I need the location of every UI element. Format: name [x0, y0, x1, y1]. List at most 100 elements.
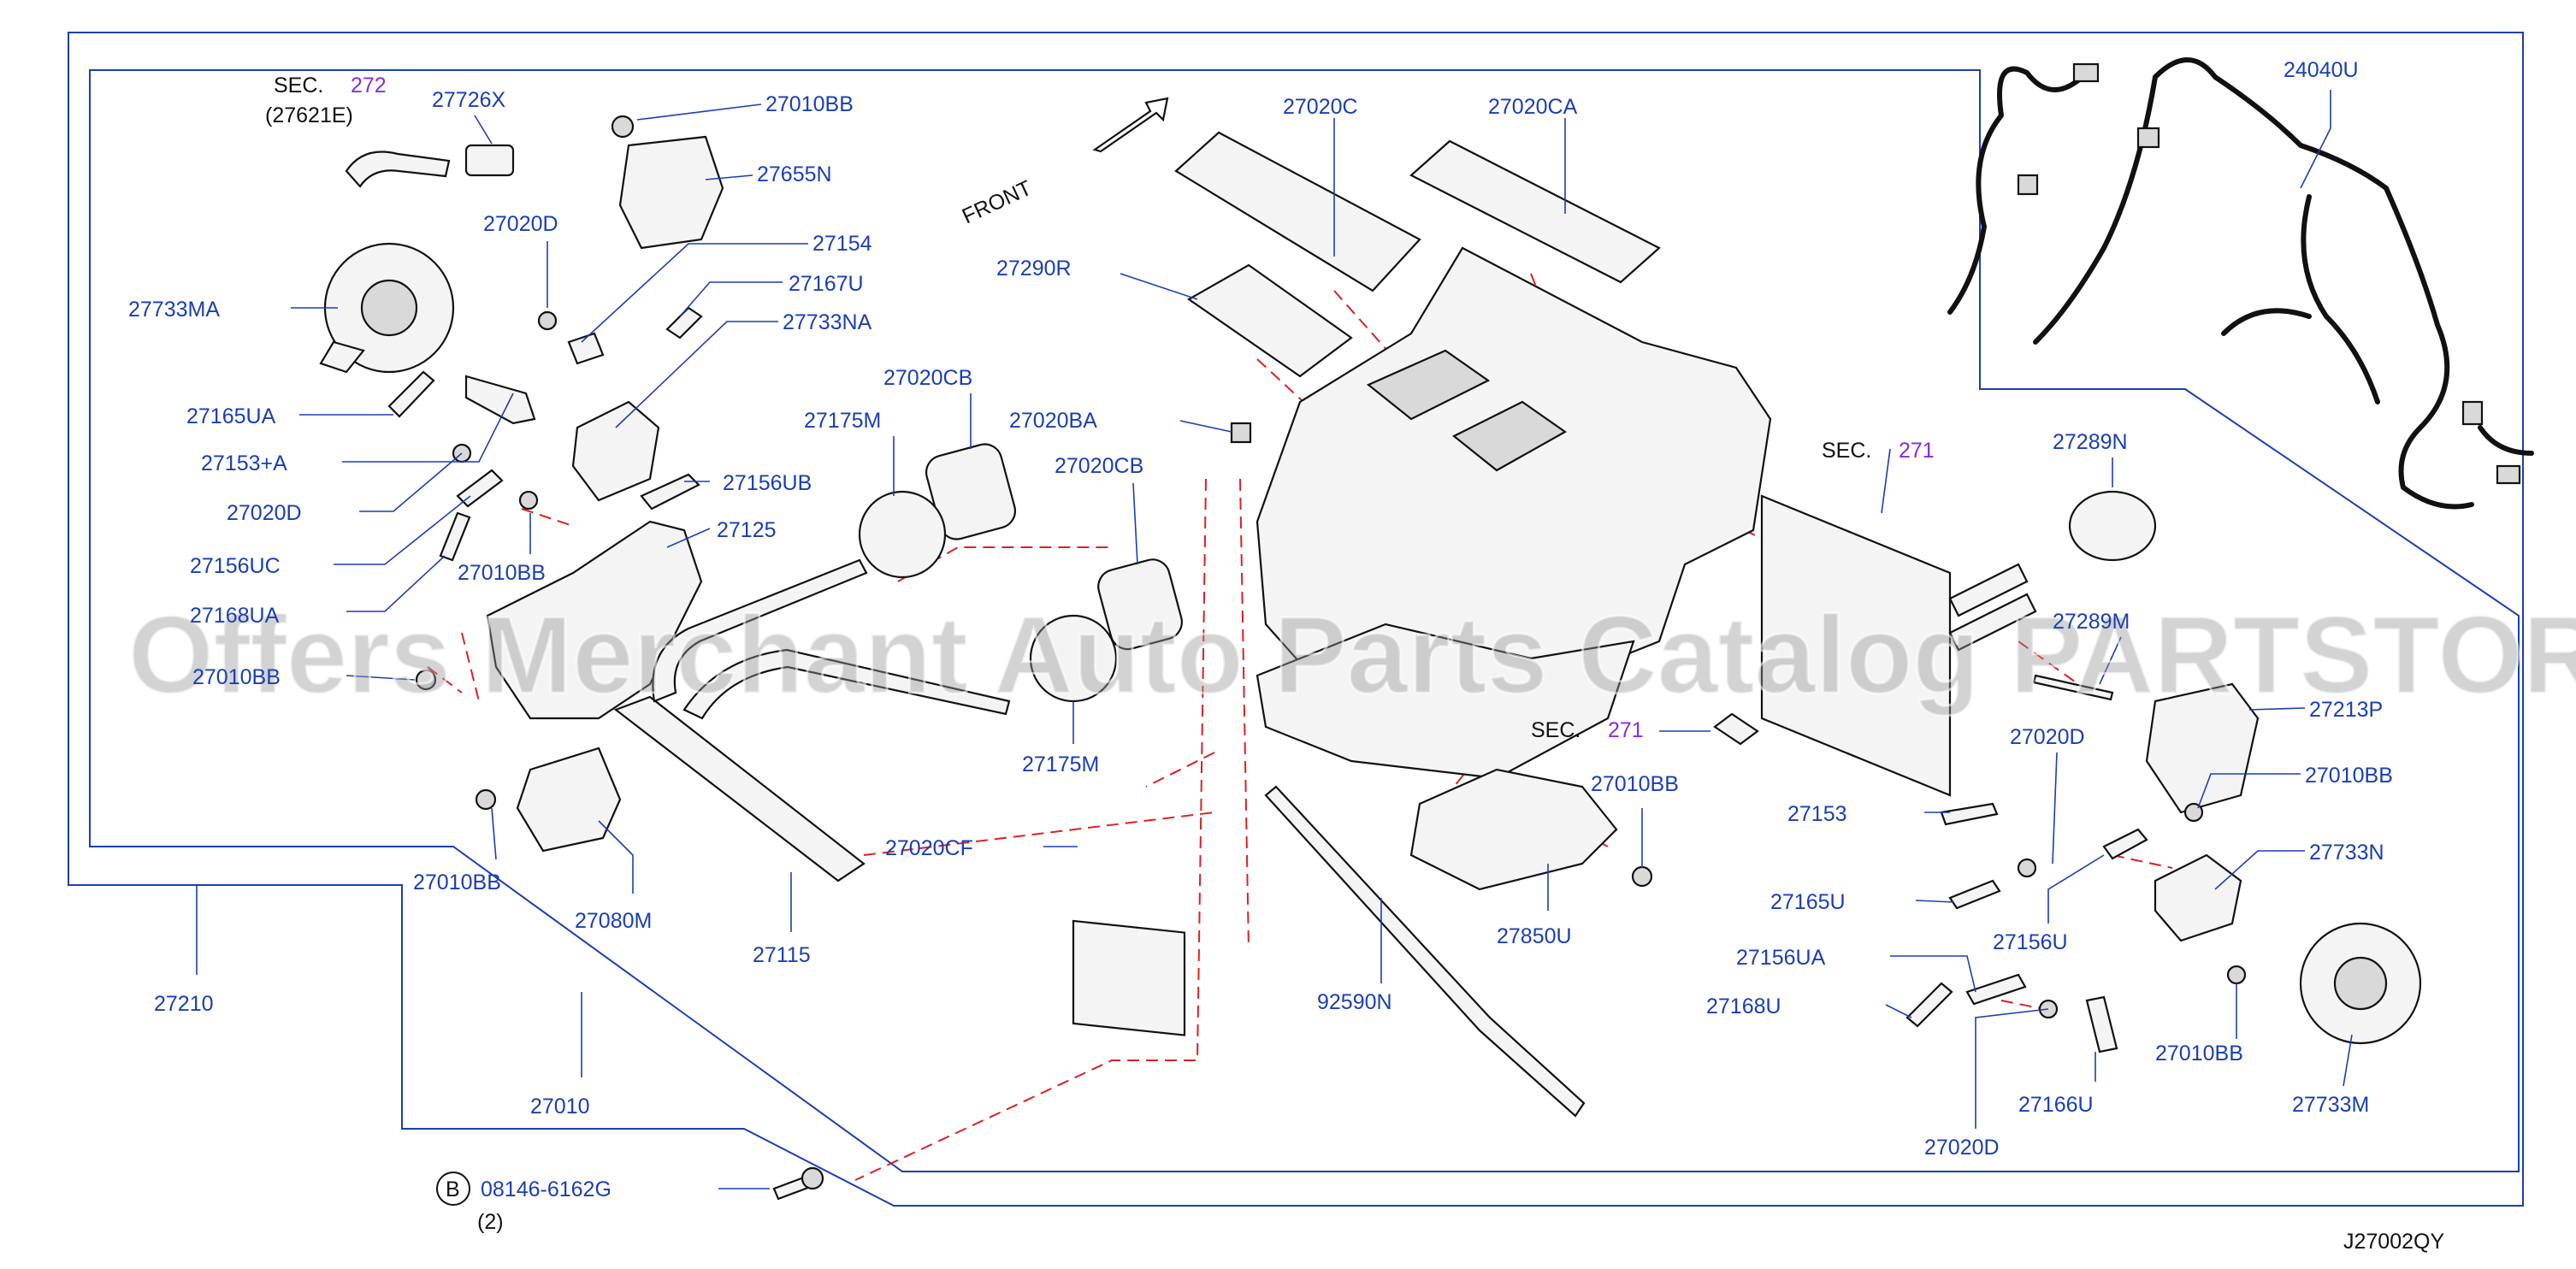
bolt-circle-letter: B: [446, 1178, 460, 1201]
part-drawings: [319, 57, 2534, 1201]
sec-271-top-number: 271: [1899, 439, 1935, 463]
connector-part: [2461, 400, 2484, 426]
label-27726x: 27726X: [432, 88, 506, 112]
label-27289m: 27289M: [2053, 610, 2130, 634]
blower-wheel-part-27020cb-b: [1097, 558, 1184, 651]
front-arrow-icon: [1092, 97, 1169, 153]
label-27733ma: 27733MA: [128, 298, 220, 322]
lever-part-27156ua: [1965, 973, 2027, 1006]
label-27010bb-f: 27010BB: [2155, 1042, 2243, 1065]
label-27165ua: 27165UA: [186, 404, 276, 428]
heater-core-part-27115: [613, 695, 866, 882]
clip-part-27020d-a: [537, 310, 558, 331]
connector-part: [2136, 127, 2160, 149]
part-labels: 27726X 27010BB 27655N 27020D 27154 27167…: [128, 58, 2393, 1160]
label-27020ca: 27020CA: [1488, 95, 1578, 119]
actuator-part-27080m: [516, 747, 622, 853]
valve-part: [464, 144, 515, 177]
label-27165u: 27165U: [1770, 890, 1846, 914]
drain-hose-part-92590n: [1264, 785, 1586, 1118]
label-27010bb-g: 27010BB: [1591, 772, 1679, 796]
sec-271-mid-prefix: SEC.: [1531, 718, 1580, 742]
sensor-part: [1713, 712, 1759, 746]
label-27010bb-c: 27010BB: [192, 665, 281, 689]
grommet-part-27289n: [2068, 490, 2157, 562]
watermark-text: Offers Merchant Auto Parts Catalog PARTS…: [128, 594, 2576, 717]
label-27210: 27210: [154, 992, 214, 1016]
heater-core-pipes: [652, 558, 1011, 720]
evaporator-part: [1760, 494, 1952, 797]
wiring-harness-24040u: [1947, 57, 2534, 510]
sec-271-mid-number: 271: [1608, 718, 1644, 742]
hvac-unit-vents: [1366, 349, 1568, 472]
label-27166u: 27166U: [2018, 1093, 2094, 1117]
section-references: SEC. 272 (27621E) SEC. 271 SEC. 271: [265, 74, 1935, 742]
bolt-head: [801, 1166, 824, 1190]
label-27213p: 27213P: [2309, 698, 2383, 722]
label-27020d-a: 27020D: [483, 212, 558, 236]
clip-part-27020d-c: [2017, 858, 2037, 878]
screw-part-27010bb-e: [2183, 802, 2204, 823]
blower-motor-hub: [360, 279, 418, 337]
lever-part-27156ub: [640, 473, 700, 511]
front-label: FRONT: [959, 176, 1036, 229]
damper-part-27175m-a: [858, 490, 947, 579]
lever-part-27168u: [1905, 982, 1953, 1028]
lever-part-27168ua: [439, 511, 471, 562]
duct-part-27850u: [1409, 768, 1618, 891]
label-27020cb-b: 27020CB: [1055, 454, 1143, 478]
label-27010bb-e: 27010BB: [2305, 764, 2393, 788]
label-27156uc: 27156UC: [190, 554, 281, 578]
blower-wheel-part-27020cb-a: [925, 443, 1017, 540]
screw-part-27289m: [2032, 674, 2114, 701]
label-27156u: 27156U: [1993, 930, 2068, 954]
blower-motor-hub-right: [2333, 956, 2388, 1011]
lever-part-27165u: [1948, 879, 2001, 910]
sec-272-prefix: SEC.: [274, 74, 323, 97]
sec-272-subref: (27621E): [265, 103, 353, 127]
label-27655n: 27655N: [757, 162, 832, 186]
lever-part-27153: [1940, 802, 1999, 826]
actuator-part-27733n: [2154, 853, 2242, 942]
label-27290r: 27290R: [996, 257, 1072, 280]
label-27115: 27115: [753, 943, 811, 967]
bolt-circle-badge: [436, 1172, 470, 1206]
label-27020c: 27020C: [1283, 95, 1358, 119]
label-27080m: 27080M: [575, 909, 652, 933]
filter-part-27020cf: [1072, 919, 1186, 1036]
actuator-part-27655n: [618, 135, 724, 250]
clip-part-27020ba: [1230, 422, 1252, 444]
bolt-callout: B 08146-6162G (2): [436, 1172, 612, 1234]
sec-272-number: 272: [351, 74, 387, 97]
label-27020cf: 27020CF: [885, 836, 973, 860]
label-27733m: 27733M: [2292, 1093, 2369, 1117]
lever-part-27154: [567, 332, 605, 365]
label-27156ub: 27156UB: [723, 471, 812, 495]
label-27153: 27153: [1787, 802, 1847, 826]
label-27154: 27154: [812, 232, 872, 256]
label-27020cb-a: 27020CB: [883, 366, 972, 390]
bolt-quantity: (2): [477, 1210, 504, 1234]
label-27850u: 27850U: [1497, 924, 1572, 948]
screw-part-27010bb-d: [475, 788, 497, 811]
label-24040u: 24040U: [2284, 58, 2359, 82]
lever-part-27166u: [2085, 995, 2118, 1054]
lever-part-27165ua: [387, 370, 435, 418]
screw-part-27010bb-f: [2226, 965, 2247, 985]
blower-motor-bracket: [319, 340, 365, 374]
screw-part-27010bb-g: [1631, 865, 1653, 888]
label-27010bb-d: 27010BB: [413, 871, 501, 894]
label-27020d-d: 27020D: [1924, 1136, 2000, 1160]
label-27010bb-b: 27010BB: [458, 561, 546, 585]
connector-part: [2072, 62, 2100, 83]
sec-271-top-prefix: SEC.: [1822, 439, 1871, 463]
label-27010bb-a: 27010BB: [765, 92, 854, 116]
label-27020ba: 27020BA: [1009, 409, 1097, 433]
label-27168ua: 27168UA: [190, 604, 280, 628]
label-27020d-b: 27020D: [227, 501, 302, 525]
front-arrow: FRONT: [959, 97, 1169, 229]
connector-part: [2496, 464, 2521, 485]
filter-frame-27020c: [1174, 131, 1421, 292]
label-leaders: [196, 90, 2353, 1189]
